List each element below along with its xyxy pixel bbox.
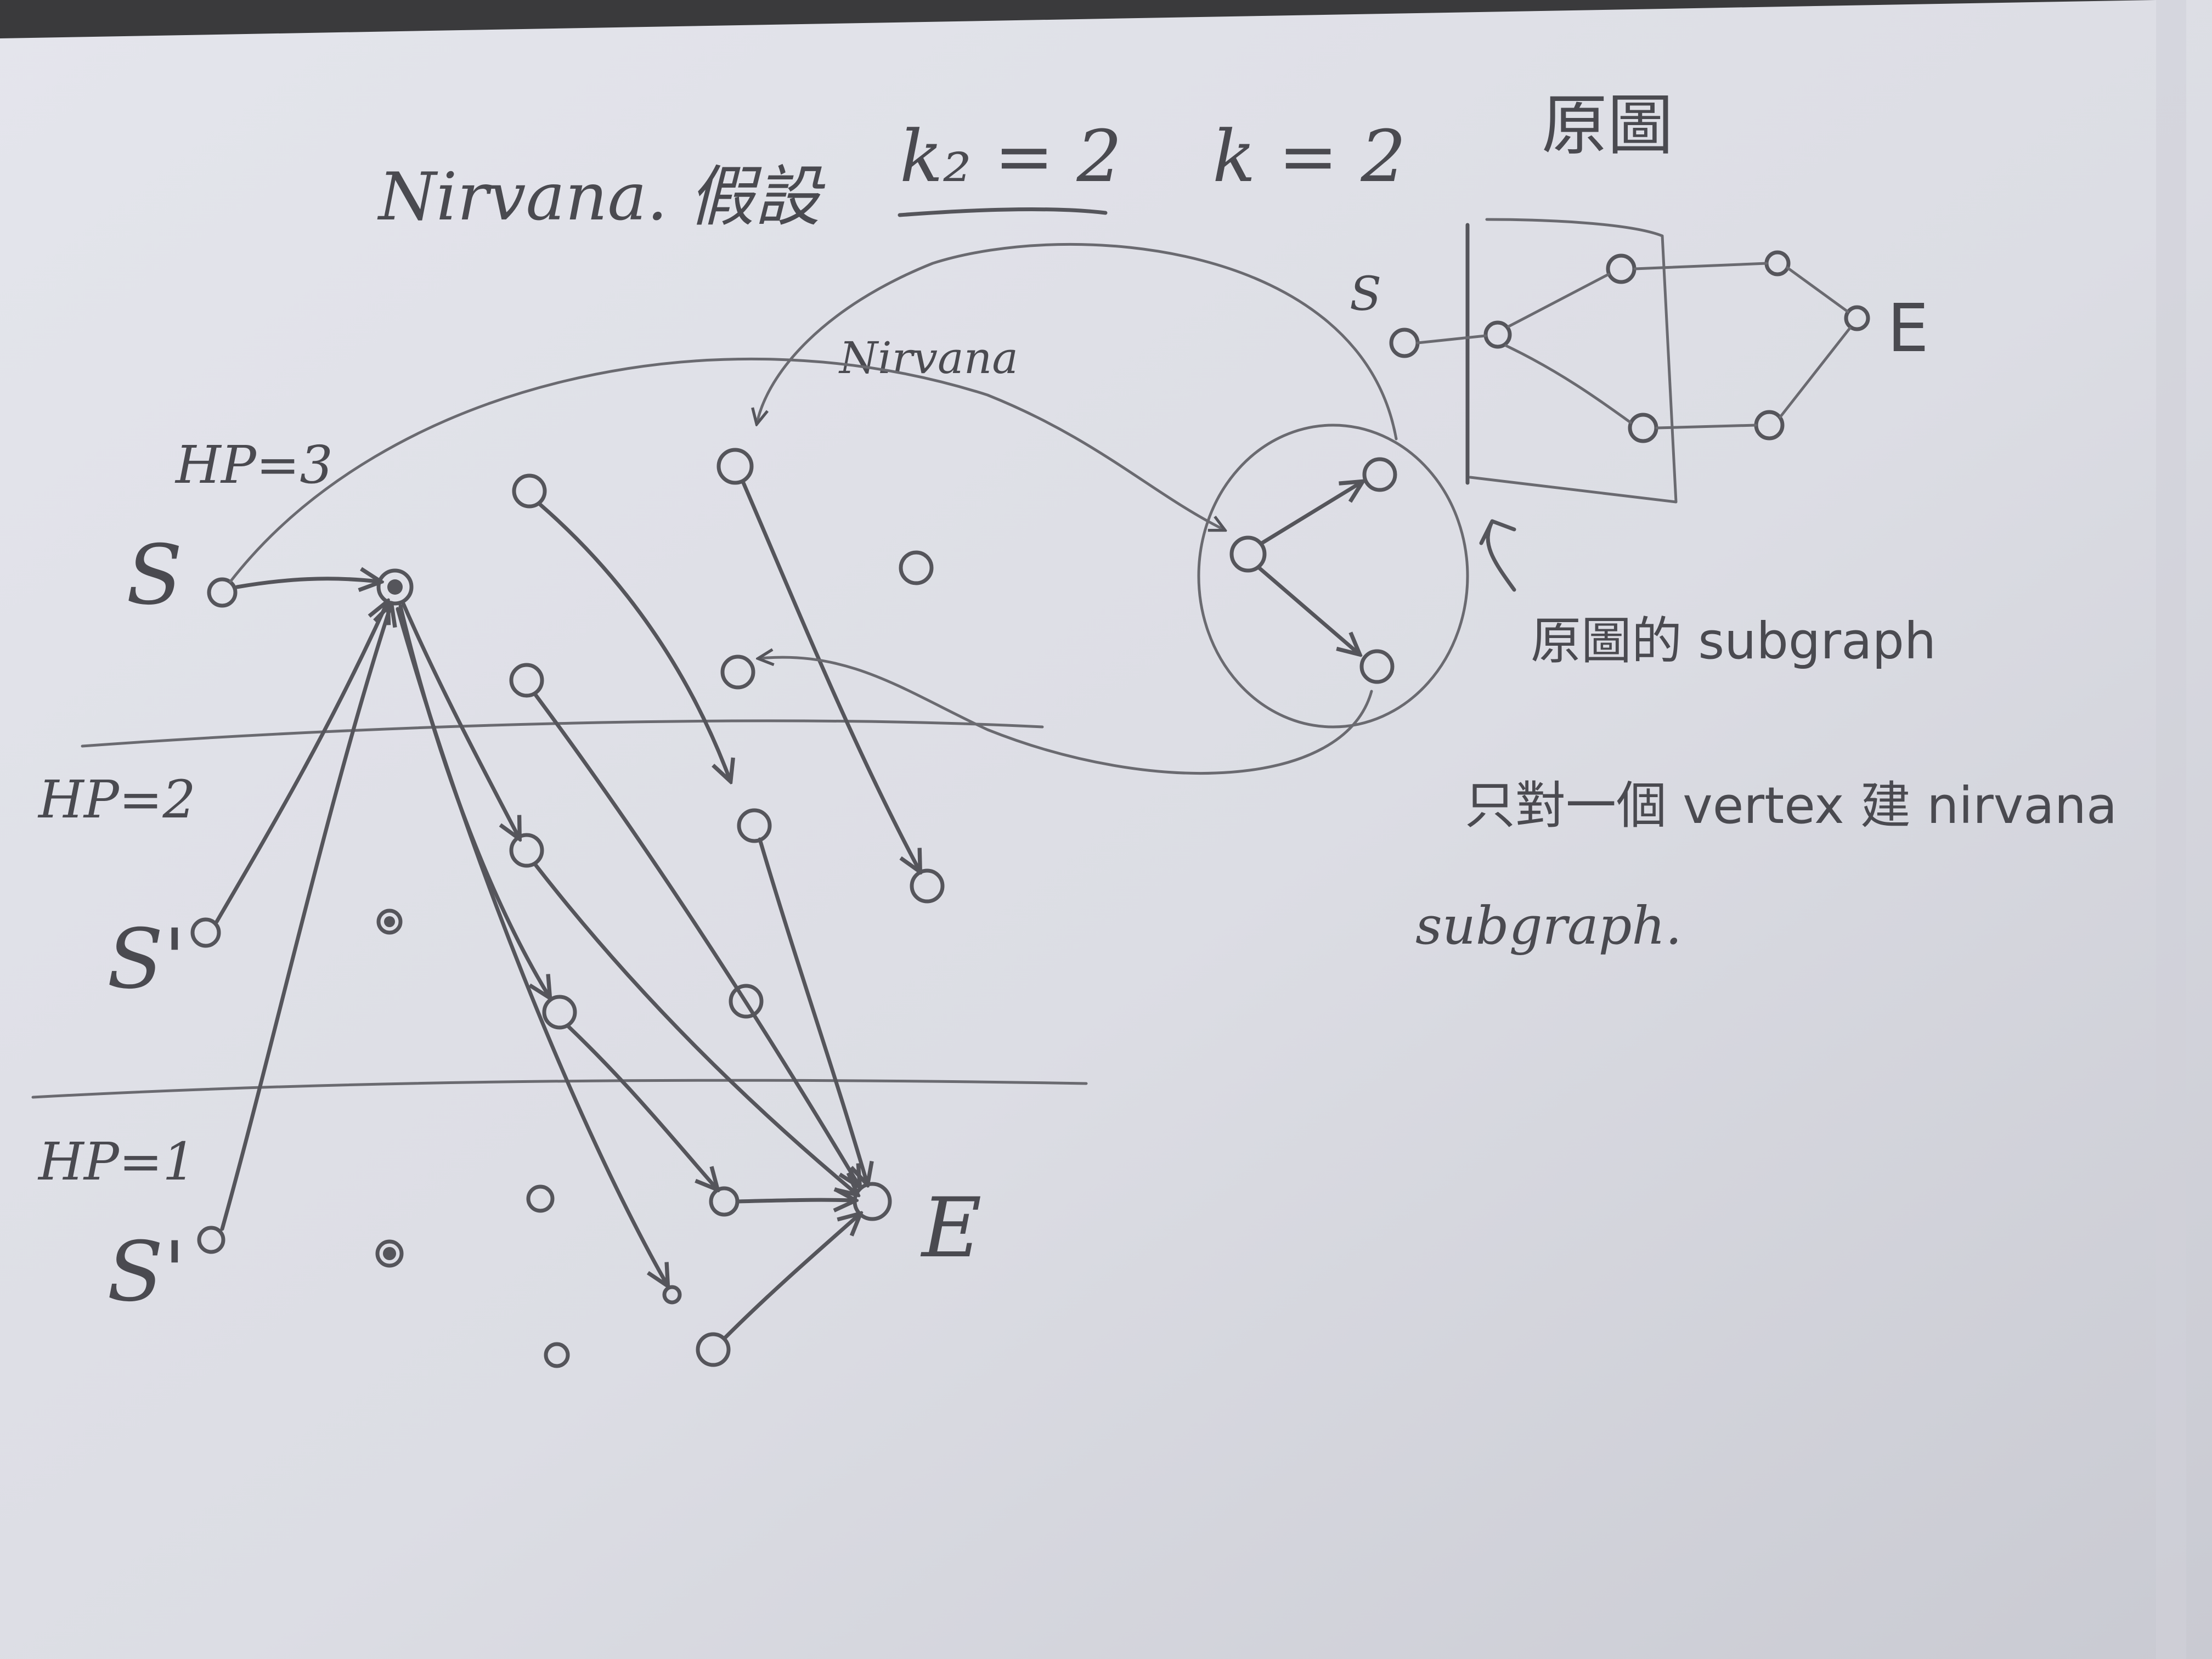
node-f1 (375, 1239, 404, 1268)
orig-node-e (1844, 305, 1870, 331)
edge-s3-hub (235, 579, 379, 587)
node-a2 (509, 663, 544, 698)
nirvana-edge-subgraph-to-b2 (760, 657, 1373, 775)
subgraph-edges (1257, 483, 1361, 653)
layer-label-hp2: HP=2 (37, 770, 196, 830)
layer-divider-2 (31, 1079, 1088, 1099)
sub-node-top (1362, 457, 1397, 492)
orig-graph-frame (1469, 218, 1678, 504)
nirvana-arrow-label: Nirvana (838, 332, 1018, 383)
orig-graph-edges (1416, 262, 1852, 430)
nirvana-edges (229, 242, 1398, 775)
edge-hub-a3 (401, 601, 518, 837)
orig-edge-v3-v5 (1655, 424, 1757, 430)
layer-label-hp3: HP=3 (174, 435, 333, 495)
node-b2 (720, 654, 755, 690)
edge-a4-b5 (566, 1024, 716, 1188)
edge-s1-hub (220, 606, 391, 1231)
orig-edge-v1-v2 (1507, 273, 1610, 328)
edge-a3-end (533, 862, 856, 1193)
node-hub-fill (387, 579, 403, 595)
node-f1-fill (383, 1247, 396, 1260)
source-label-hp1: S' (107, 1224, 186, 1320)
edge-b6-end (722, 1215, 859, 1341)
layer-label-hp1: HP=1 (37, 1132, 196, 1192)
edge-a2-end (533, 692, 859, 1185)
node-s1 (197, 1226, 225, 1254)
subgraph-label: 原圖的 subgraph (1531, 612, 1936, 670)
k2-note: k₂ = 2 (900, 115, 1122, 198)
node-a5 (526, 1184, 555, 1213)
orig-edge-v4-e (1786, 266, 1849, 313)
layer-divider-1 (81, 719, 1044, 748)
node-f2-fill (384, 916, 395, 927)
node-b1 (716, 448, 754, 485)
nirvana-edge-s3-to-subgraph (229, 357, 1223, 583)
nirvana-edge-subgraph-to-c1 (757, 242, 1398, 441)
subgraph-pointer-arrow (1479, 519, 1516, 592)
node-b4 (729, 984, 764, 1019)
orig-end-label: E (1887, 291, 1929, 367)
node-a6 (544, 1342, 570, 1368)
orig-edge-v5-e (1779, 326, 1852, 419)
node-s2 (190, 917, 221, 948)
k-note: k = 2 (1212, 115, 1406, 198)
node-s3 (207, 577, 238, 608)
orig-edge-v2-v4 (1633, 262, 1768, 270)
subgraph-nodes (1229, 457, 1397, 684)
orig-graph-label: 原圖 (1542, 88, 1673, 164)
node-f2 (376, 909, 403, 935)
source-label-hp3: S (126, 528, 183, 623)
orig-edge-s-v1 (1416, 334, 1487, 345)
node-a4 (542, 995, 577, 1030)
remark-line-2: subgraph. (1415, 896, 1682, 956)
node-b3 (737, 808, 772, 843)
edge-b3-end (758, 837, 867, 1182)
node-c1 (899, 550, 934, 585)
nirvana-subgraph-circle (1197, 424, 1469, 729)
layered-graph-edges (215, 481, 919, 1341)
node-c3 (910, 868, 945, 904)
edge-b1-c3 (741, 481, 919, 870)
sub-node-bottom (1359, 649, 1395, 684)
node-a3 (509, 833, 544, 868)
orig-edge-v1-v3 (1504, 344, 1632, 424)
sub-edge-left-bottom (1257, 566, 1358, 653)
title-note: Nirvana. 假設 (377, 159, 825, 235)
node-b6 (696, 1332, 731, 1367)
orig-start-label: S (1350, 267, 1381, 321)
edge-hub-c6 (396, 607, 667, 1284)
paper-fold-shadow (2156, 0, 2186, 1659)
source-label-hp2: S' (107, 912, 186, 1007)
node-c6 (662, 1285, 682, 1305)
node-a1 (512, 473, 547, 509)
end-label: E (920, 1181, 982, 1276)
sub-edge-left-top (1260, 483, 1361, 545)
edge-b5-end (736, 1200, 853, 1201)
edge-a1-b2 (538, 503, 730, 779)
k2-underline (898, 207, 1108, 217)
sub-node-left (1229, 535, 1267, 573)
edge-s2-hub (215, 603, 387, 924)
remark-line-1: 只對一個 vertex 建 nirvana (1465, 776, 2117, 835)
